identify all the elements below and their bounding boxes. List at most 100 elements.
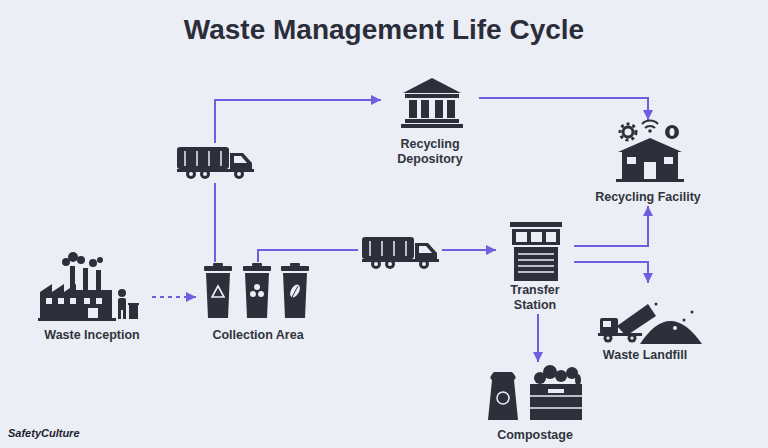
landfill-icon <box>603 321 611 327</box>
landfill-icon <box>600 318 618 334</box>
compost-icon <box>530 407 582 409</box>
transfer-station-icon <box>518 259 554 261</box>
depository-icon <box>435 100 443 118</box>
flow-arrow <box>574 262 648 283</box>
factory-icon <box>84 298 90 304</box>
node-label: Waste Inception <box>44 328 139 343</box>
diagram-title: Waste Management Life Cycle <box>0 14 768 46</box>
stage-node: Collection Area <box>196 262 320 344</box>
transfer-station-icon <box>514 247 558 281</box>
landfill-icon <box>628 334 637 343</box>
landfill-icon <box>617 304 656 336</box>
waste-bins-icon <box>254 284 260 290</box>
node-label: Recycling Depository <box>381 137 479 167</box>
landfill-icon <box>604 334 613 343</box>
flow-arrow <box>215 100 381 262</box>
depository-icon <box>421 100 429 118</box>
factory-icon <box>58 298 64 304</box>
factory-icon <box>96 270 101 290</box>
waste-bins-icon <box>213 263 223 266</box>
landfill-icon <box>655 303 658 306</box>
compost-icon <box>530 384 582 420</box>
facility-icon <box>616 121 684 182</box>
depository-icon <box>447 100 455 118</box>
compost-icon <box>488 372 518 420</box>
waste-bins-icon <box>258 291 264 297</box>
landfill-icon <box>598 333 642 336</box>
depository-icon <box>401 124 463 128</box>
factory-icon <box>38 252 139 321</box>
factory-icon <box>129 305 138 319</box>
waste-bins-icon <box>206 273 230 318</box>
landfill-icon <box>598 303 702 345</box>
depository-icon <box>403 78 461 93</box>
flow-arrow <box>574 206 648 246</box>
landfill-icon <box>660 316 664 320</box>
waste-bins-icon <box>212 286 224 297</box>
waste-bins-icon <box>290 263 300 266</box>
waste-bins-icon <box>245 273 269 318</box>
waste-bins-icon <box>204 263 309 318</box>
depository-icon <box>401 78 463 128</box>
waste-bins-icon <box>281 266 309 271</box>
compost-icon <box>566 367 578 379</box>
flow-arrow <box>152 296 196 298</box>
factory-icon <box>123 309 126 319</box>
transfer-station-icon <box>518 271 554 273</box>
factory-icon <box>38 318 116 321</box>
landfill-icon <box>673 326 677 330</box>
factory-icon <box>89 259 97 267</box>
facility-icon <box>665 125 679 139</box>
facility-icon <box>622 152 678 179</box>
depository-icon <box>409 100 417 118</box>
factory-icon <box>83 268 88 290</box>
compost-icon <box>530 395 582 397</box>
transfer-station-icon <box>510 222 562 227</box>
facility-icon <box>645 126 655 128</box>
transfer-station-icon <box>510 222 562 281</box>
garbage-truck <box>358 233 442 273</box>
landfill-icon <box>640 321 702 344</box>
node-label: Transfer Station <box>496 283 574 313</box>
waste-bins-icon <box>204 266 232 271</box>
factory-icon <box>118 289 126 297</box>
factory-icon <box>118 309 121 319</box>
facility-icon <box>648 129 652 133</box>
landfill-icon <box>606 336 609 339</box>
compost-icon <box>575 374 581 386</box>
transfer-station-icon <box>531 232 542 242</box>
factory-icon <box>97 257 103 263</box>
compost-icon <box>497 392 509 404</box>
factory-icon <box>88 308 98 318</box>
stage-node: Transfer Station <box>496 222 574 314</box>
factory-icon <box>62 258 70 266</box>
transfer-station-icon <box>516 232 527 242</box>
landfill-icon <box>691 311 694 314</box>
node-label: Collection Area <box>212 328 303 343</box>
compost-icon <box>488 365 582 420</box>
factory-icon <box>77 256 85 264</box>
stage-node: Recycling Depository <box>381 75 479 168</box>
watermark: SafetyCulture <box>8 427 80 439</box>
compost-icon <box>534 372 546 384</box>
factory-icon <box>96 298 102 304</box>
waste-bins-icon <box>252 263 262 266</box>
facility-icon <box>664 157 673 164</box>
flow-arrow <box>537 314 539 362</box>
waste-bins-icon <box>288 283 302 299</box>
facility-icon <box>616 179 684 182</box>
stage-node: Waste Landfill <box>590 283 700 364</box>
flow-arrow <box>258 250 496 262</box>
facility-icon <box>623 127 633 137</box>
stage-node: Recycling Facility <box>586 120 710 206</box>
facility-icon <box>644 162 656 179</box>
flow-arrow <box>479 98 648 120</box>
waste-bins-icon <box>250 291 256 297</box>
facility-icon <box>642 121 658 124</box>
stage-node: Waste Inception <box>32 255 152 344</box>
node-label: Waste Landfill <box>603 348 687 363</box>
